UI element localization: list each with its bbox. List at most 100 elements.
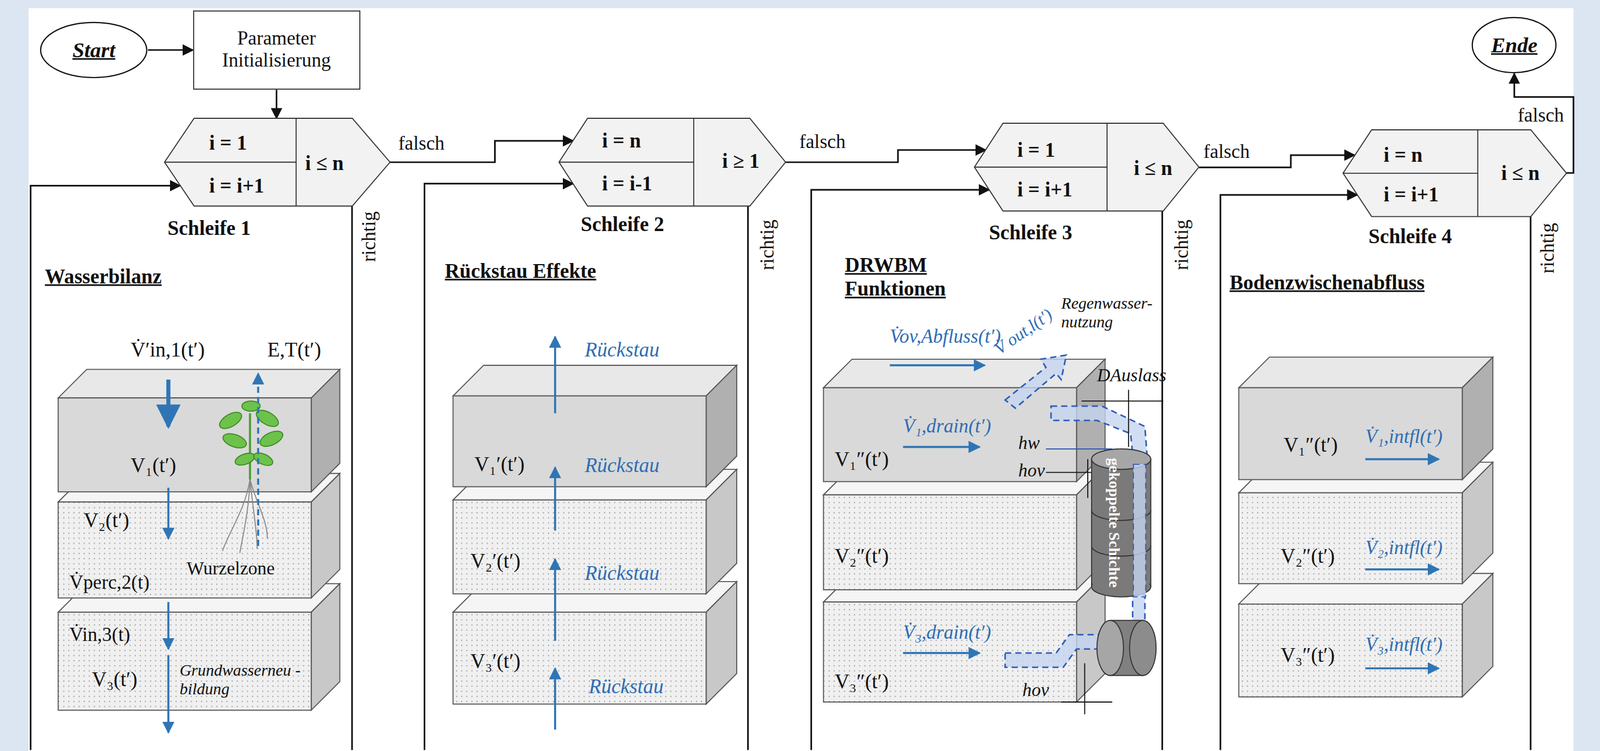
node-text: V̇perc,2(t) [69,571,150,595]
node-text: V₂″(t′) [834,544,889,568]
drawing-ellipse [1472,17,1556,73]
drawing-line [1045,448,1113,450]
drawing-line [167,655,170,733]
loop-title: Schleife 1 [167,216,251,241]
drawing-polygon [705,365,737,487]
loop-panel: Schleife 1WasserbilanzV₁(t′)V₂(t′)V̇perc… [30,209,353,751]
drawing-rect [452,396,706,487]
soil-layer: V₂(t′)V̇perc,2(t)Wurzelzone [58,501,312,598]
drawing-line [974,166,1108,168]
drawing-rect [58,501,312,598]
node-text: V₃″(t′) [1280,643,1335,667]
loop-condition: i ≤ n [305,151,344,175]
drawing-rect [1238,492,1462,584]
plant [216,401,286,553]
section-heading: Rückstau Effekte [445,259,597,284]
drawing-rect [452,500,706,595]
loop-condition: i ≤ n [1500,161,1540,186]
loop-condition: i = n [1383,143,1423,168]
annotation-label: E,T(t′) [267,338,322,363]
node-text: Wurzelzone [186,557,275,579]
drawing-line [1084,662,1086,715]
loop-condition: i ≥ 1 [722,149,760,174]
flow-connector [811,189,989,750]
drawing-line [554,668,557,730]
drawing-polygon [1462,573,1494,697]
node-text: V̇₃,intfl(t′) [1365,633,1443,657]
flow-connector [747,206,749,750]
node-text: V₁″(t′) [1283,433,1338,457]
loop-hexagon: i = ni = i-1i ≥ 1 [559,118,786,206]
loop-panel: Schleife 2Rückstau EffekteV₁′(t′)Rücksta… [424,209,749,751]
node-text: V̇₁,drain(t′) [902,415,991,438]
drawing-line [554,336,557,414]
sheet [28,8,1574,751]
node-text: V₁′(t′) [474,452,525,476]
drawing-polygon [1343,129,1567,217]
annotation-label: DAuslass [1097,364,1167,386]
drawing-polygon [164,118,391,206]
drawing-rect [1238,604,1462,698]
drawing-line [1343,172,1478,174]
loop-condition: i = 1 [209,130,248,155]
flow-arrows [168,336,1439,733]
node-text: Ende [1491,32,1538,58]
loop-condition: i ≤ n [1133,156,1173,181]
drawing-ellipse [251,450,275,468]
loop-panel: Schleife 3DRWBM FunktionenV̇₁,drain(t′)h… [811,214,1163,751]
drawing-line [902,445,980,448]
edge-label: falsch [1517,103,1564,127]
edge-label: richtig [755,219,779,271]
process-box: Parameter Initialisierung [193,10,361,91]
drawing-g [216,401,286,469]
drawing-line [164,161,297,163]
edge-label: richtig [1170,219,1193,271]
dimension-lines [1045,389,1164,715]
soil-layer: V₁″(t′)V̇₁,intfl(t′) [1238,387,1462,480]
loop-panel: Schleife 4BodenzwischenabflussV₁″(t′)V̇₁… [1220,218,1531,751]
node-text: hov [1022,678,1049,700]
node-text: V₁(t′) [130,453,177,478]
drawing-rect [1133,464,1146,597]
drawing-line [1365,568,1439,571]
drawing-line [166,379,171,427]
loop-condition: i = 1 [1017,138,1056,162]
drawing-ellipse [216,408,245,432]
flow-connector [30,185,181,751]
loop-condition: i = n [601,129,641,153]
drawing-polygon [1462,357,1494,480]
drawing-polygon [559,118,786,206]
drawing-ellipse [1129,620,1156,676]
soil-layer: V₁′(t′)Rückstau [452,396,706,487]
drawing-line [167,488,170,540]
drawing-ellipse [1097,620,1124,676]
drawing-polygon [1005,634,1103,668]
drawing-rect [452,612,706,705]
loop-hexagon: i = 1i = i+1i ≤ n [974,123,1199,211]
soil-layer: V₂′(t′)Rückstau [452,500,706,595]
edge-label: richtig [1536,222,1560,274]
coupled-layer-cylinder: gekoppelte Schichte [1091,448,1152,597]
node-text: hov [1018,459,1045,481]
node-text: Grundwasserneu -bildung [179,660,310,699]
drawing-line [1365,667,1439,670]
drawing-polygon [452,365,737,397]
drawing-line [554,559,557,641]
drawing-rect [823,601,1077,703]
drawing-ellipse [40,22,147,78]
node-text: V̇in,3(t) [69,623,130,646]
node-text: V₃″(t′) [834,670,889,694]
drawing-line [559,161,694,163]
soil-blocks [58,357,1494,711]
drawing-line [167,601,170,649]
soil-layer: V̇₁,drain(t′)hwhovV₁″(t′) [823,387,1077,482]
node-text: hw [1018,432,1040,454]
soil-layer: V₂″(t′) [823,494,1077,590]
outlet-cylinder [1097,620,1157,676]
node-outline [164,118,391,206]
loop-hexagon: i = ni = i+1i ≤ n [1343,129,1567,217]
